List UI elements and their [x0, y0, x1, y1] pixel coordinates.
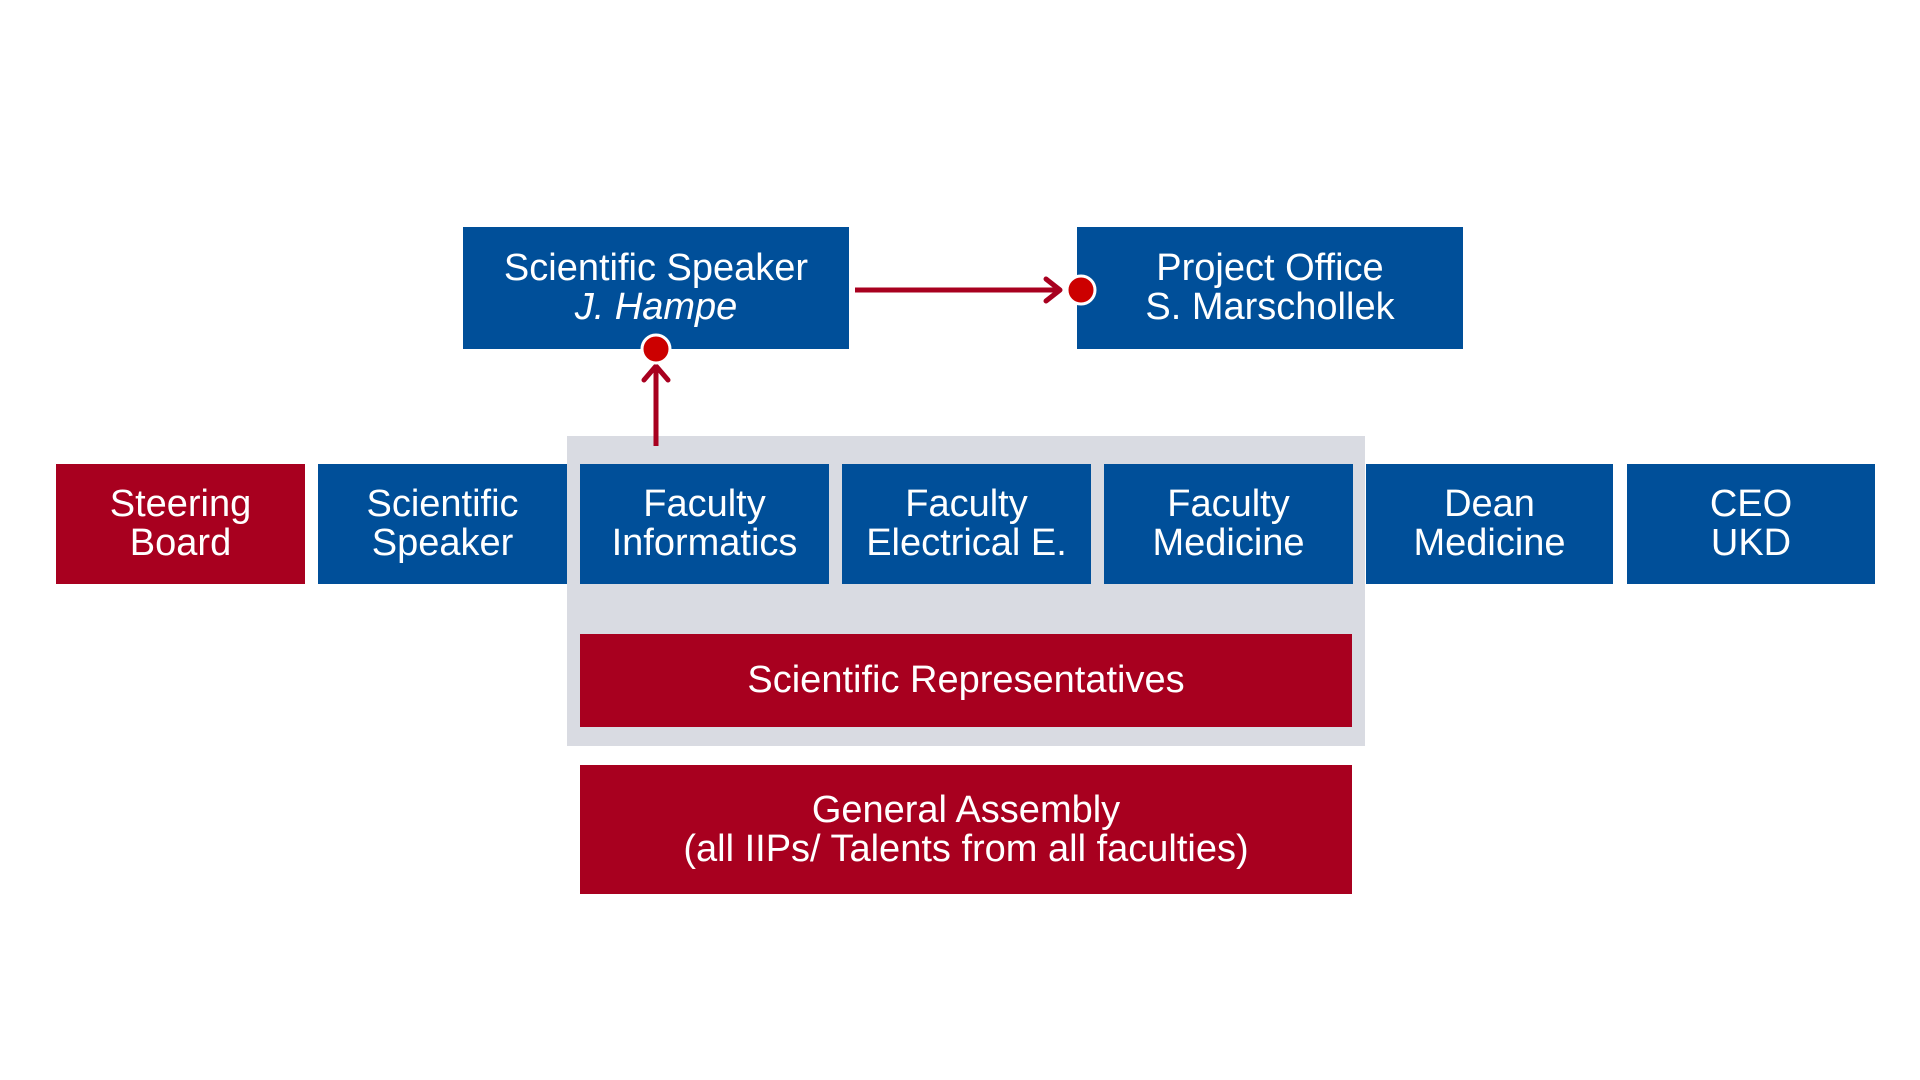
row-scientific-speaker-line2: Speaker: [371, 522, 514, 564]
scientific-representatives-label: Scientific Representatives: [747, 659, 1185, 701]
steering-board-line1: Steering: [109, 483, 252, 525]
faculty-medicine-line1: Faculty: [1167, 483, 1290, 525]
row-scientific-speaker-box: Scientific Speaker: [318, 464, 567, 584]
ceo-ukd-line2: UKD: [1710, 522, 1792, 564]
general-assembly-box: General Assembly (all IIPs/ Talents from…: [580, 765, 1352, 894]
project-office-title: Project Office: [1156, 247, 1384, 289]
ceo-ukd-line1: CEO: [1709, 483, 1793, 525]
faculty-informatics-box: Faculty Informatics: [580, 464, 829, 584]
faculty-medicine-line2: Medicine: [1152, 522, 1305, 564]
scientific-representatives-box: Scientific Representatives: [580, 634, 1352, 727]
general-assembly-subtitle: (all IIPs/ Talents from all faculties): [683, 827, 1249, 870]
faculty-informatics-line2: Informatics: [611, 522, 798, 564]
faculty-informatics-line1: Faculty: [643, 483, 766, 525]
vertical-arrowhead: [641, 363, 671, 383]
horizontal-arrowhead: [1043, 276, 1063, 304]
row-scientific-speaker-line1: Scientific: [366, 483, 519, 525]
faculty-electrical-box: Faculty Electrical E.: [842, 464, 1091, 584]
project-office-name: S. Marschollek: [1145, 286, 1395, 328]
general-assembly-title: General Assembly: [811, 788, 1121, 831]
dean-medicine-box: Dean Medicine: [1366, 464, 1613, 584]
scientific-speaker-name: J. Hampe: [574, 286, 738, 328]
dean-medicine-line2: Medicine: [1413, 522, 1566, 564]
faculty-electrical-line1: Faculty: [905, 483, 1028, 525]
dean-medicine-line1: Dean: [1444, 483, 1535, 525]
project-office-box: Project Office S. Marschollek: [1077, 227, 1463, 349]
steering-board-box: Steering Board: [56, 464, 305, 584]
scientific-speaker-box: Scientific Speaker J. Hampe: [463, 227, 849, 349]
faculty-electrical-line2: Electrical E.: [866, 522, 1067, 564]
faculty-medicine-box: Faculty Medicine: [1104, 464, 1353, 584]
scientific-speaker-title: Scientific Speaker: [503, 247, 809, 289]
ceo-ukd-box: CEO UKD: [1627, 464, 1875, 584]
steering-board-line2: Board: [129, 522, 232, 564]
